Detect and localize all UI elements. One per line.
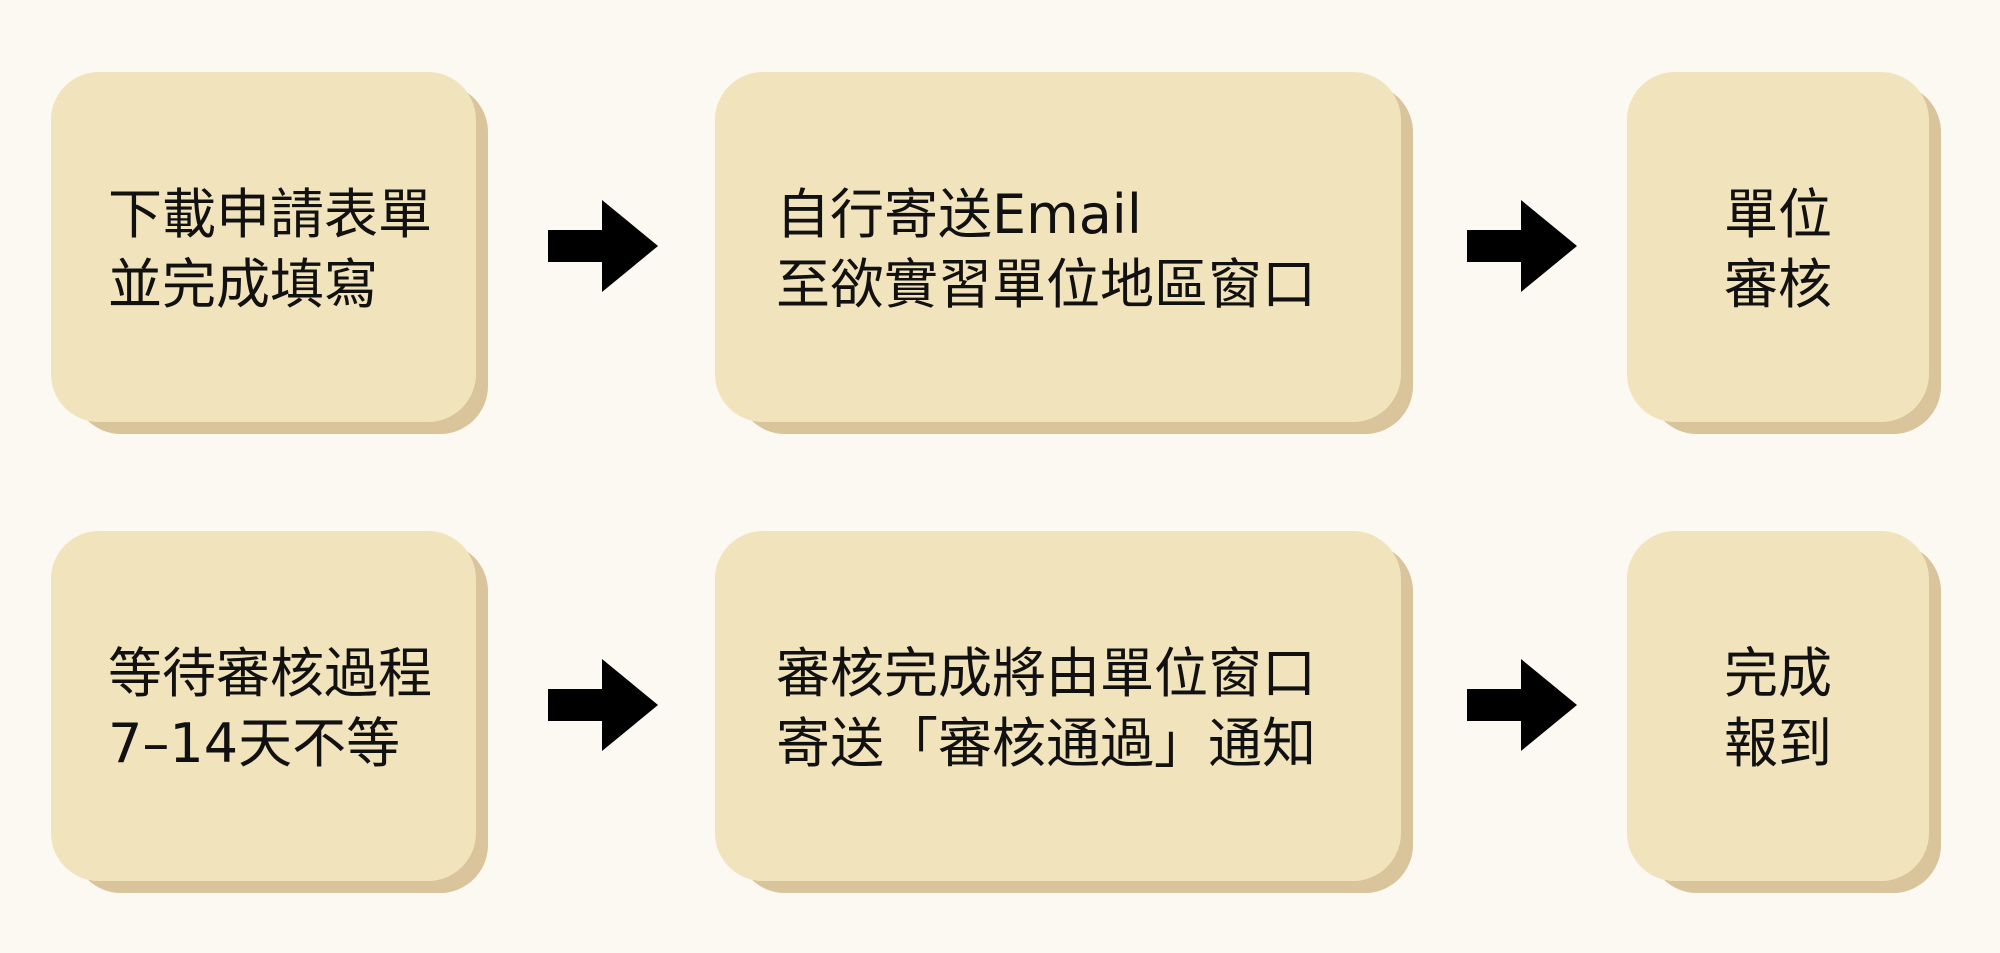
- step-text-line: 7–14天不等: [108, 712, 401, 775]
- step-text-line: 至欲實習單位地區窗口: [776, 253, 1316, 316]
- step-text: 審核完成將由單位窗口 寄送「審核通過」通知: [776, 639, 1316, 779]
- step-text-line: 等待審核過程: [108, 642, 432, 705]
- step-box-face: [51, 531, 476, 881]
- step-box-face: [715, 72, 1401, 422]
- step-box-download-form: 下載申請表單 並完成填寫: [51, 72, 488, 434]
- step-text: 單位 審核: [1627, 180, 1929, 320]
- step-text-line: 完成: [1724, 642, 1832, 705]
- right-arrow-icon: [548, 200, 658, 292]
- step-box-report-complete: 完成 報到: [1627, 531, 1941, 893]
- step-text-line: 寄送「審核通過」通知: [776, 712, 1316, 775]
- step-box-approval-notice: 審核完成將由單位窗口 寄送「審核通過」通知: [715, 531, 1413, 893]
- step-box-unit-review: 單位 審核: [1627, 72, 1941, 434]
- step-text-line: 下載申請表單: [108, 183, 432, 246]
- step-text-line: 報到: [1724, 712, 1832, 775]
- right-arrow-icon: [1467, 659, 1577, 751]
- step-box-wait-review: 等待審核過程 7–14天不等: [51, 531, 488, 893]
- step-text-line: 並完成填寫: [108, 253, 378, 316]
- step-text-line: 自行寄送Email: [776, 183, 1142, 246]
- step-text-line: 審核完成將由單位窗口: [776, 642, 1316, 705]
- right-arrow-icon: [1467, 200, 1577, 292]
- step-text-line: 單位: [1724, 183, 1832, 246]
- step-box-face: [1627, 72, 1929, 422]
- flow-row-2: 等待審核過程 7–14天不等 審核完成將由單位窗口 寄送「審核通過」通知 完成 …: [0, 531, 2000, 893]
- step-text: 等待審核過程 7–14天不等: [108, 639, 432, 779]
- step-box-face: [1627, 531, 1929, 881]
- step-text-line: 審核: [1724, 253, 1832, 316]
- right-arrow-icon: [548, 659, 658, 751]
- step-text: 完成 報到: [1627, 639, 1929, 779]
- step-box-send-email: 自行寄送Email 至欲實習單位地區窗口: [715, 72, 1413, 434]
- flow-row-1: 下載申請表單 並完成填寫 自行寄送Email 至欲實習單位地區窗口 單位 審核: [0, 72, 2000, 434]
- step-text: 下載申請表單 並完成填寫: [108, 180, 432, 320]
- step-text: 自行寄送Email 至欲實習單位地區窗口: [776, 180, 1316, 320]
- step-box-face: [51, 72, 476, 422]
- step-box-face: [715, 531, 1401, 881]
